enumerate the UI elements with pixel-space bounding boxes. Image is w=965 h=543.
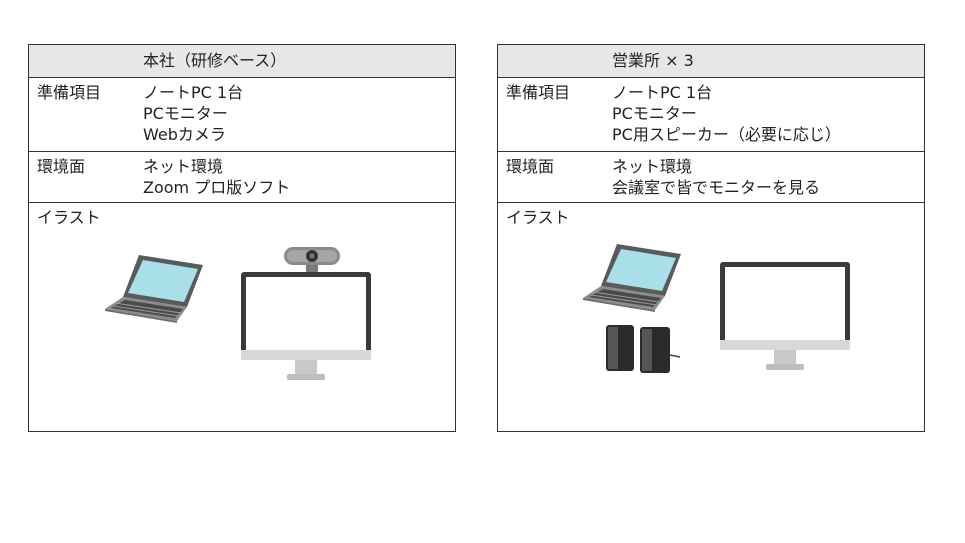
- laptop-icon: [583, 244, 681, 312]
- row-label: イラスト: [37, 208, 101, 227]
- row-values: ノートPC 1台 PCモニター Webカメラ: [143, 82, 243, 145]
- list-item: PCモニター: [143, 104, 228, 123]
- list-item: 会議室で皆でモニターを見る: [612, 178, 821, 197]
- equipment-row: 準備項目 ノートPC 1台 PCモニター Webカメラ: [29, 78, 455, 152]
- headquarters-panel: 本社（研修ベース） 準備項目 ノートPC 1台 PCモニター Webカメラ 環境…: [28, 44, 456, 432]
- webcam-icon: [284, 247, 340, 274]
- speakers-icon: [606, 325, 681, 373]
- laptop-icon: [105, 255, 203, 323]
- list-item: ノートPC 1台: [612, 83, 713, 102]
- list-item: PC用スピーカー（必要に応じ）: [612, 125, 841, 144]
- illustration-row: イラスト: [498, 203, 924, 431]
- row-label: 環境面: [506, 157, 555, 176]
- row-label: 準備項目: [37, 83, 102, 102]
- branch-office-panel: 営業所 × 3 準備項目 ノートPC 1台 PCモニター PC用スピーカー（必要…: [497, 44, 925, 432]
- list-item: ネット環境: [612, 157, 693, 176]
- environment-row: 環境面 ネット環境 会議室で皆でモニターを見る: [498, 152, 924, 203]
- row-label: イラスト: [506, 208, 570, 227]
- panel-header: 営業所 × 3: [498, 45, 924, 78]
- environment-row: 環境面 ネット環境 Zoom プロ版ソフト: [29, 152, 455, 203]
- list-item: PCモニター: [612, 104, 697, 123]
- monitor-icon: [241, 272, 371, 380]
- panel-header: 本社（研修ベース）: [29, 45, 455, 78]
- list-item: Zoom プロ版ソフト: [143, 178, 291, 197]
- row-values: ネット環境 会議室で皆でモニターを見る: [612, 156, 820, 198]
- list-item: ネット環境: [143, 157, 224, 176]
- list-item: ノートPC 1台: [143, 83, 244, 102]
- list-item: Webカメラ: [143, 125, 226, 144]
- row-values: ネット環境 Zoom プロ版ソフト: [143, 156, 290, 198]
- equipment-row: 準備項目 ノートPC 1台 PCモニター PC用スピーカー（必要に応じ）: [498, 78, 924, 152]
- row-label: 環境面: [37, 157, 86, 176]
- illustration-row: イラスト: [29, 203, 455, 431]
- row-values: ノートPC 1台 PCモニター PC用スピーカー（必要に応じ）: [612, 82, 841, 145]
- row-label: 準備項目: [506, 83, 571, 102]
- monitor-icon: [720, 262, 850, 370]
